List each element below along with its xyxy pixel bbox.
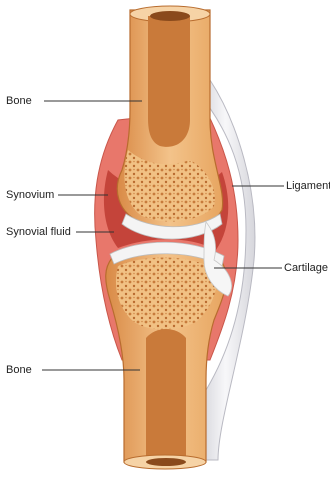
label-ligament: Ligament [286,180,330,192]
label-bone-bottom: Bone [6,364,32,376]
upper-bone-canal-opening [150,11,190,21]
lower-bone-marrow-canal [146,329,186,462]
label-bone-top: Bone [6,95,32,107]
lower-bone-canal-opening [146,458,186,466]
label-synovial-fluid: Synovial fluid [6,226,71,238]
upper-bone-marrow-canal [148,16,190,147]
label-cartilage: Cartilage [284,262,328,274]
label-synovium: Synovium [6,189,54,201]
